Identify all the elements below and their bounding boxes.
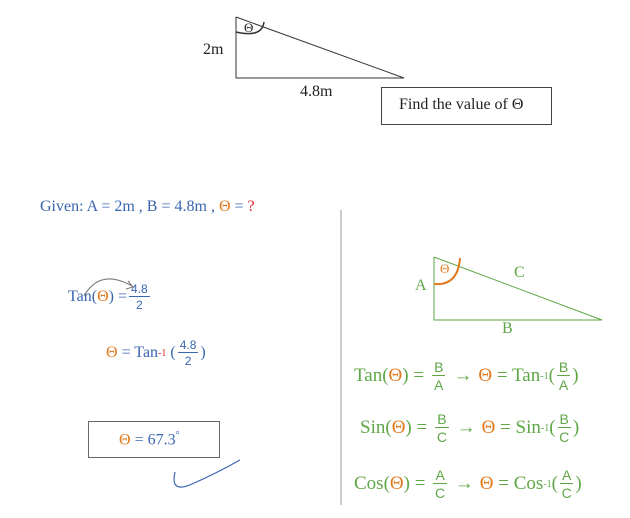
result-theta: Θ (119, 431, 131, 449)
formula-close: ) = (402, 365, 425, 386)
formula-open: ( (548, 365, 555, 386)
green-triangle (433, 256, 603, 321)
formula-num2: B (557, 411, 571, 428)
result-text: Θ = 67.3° (119, 430, 180, 449)
given-unknown: ? (247, 198, 255, 215)
formula-num2: B (556, 359, 571, 376)
vertical-side-label: 2m (203, 41, 224, 58)
top-angle-label: Θ (244, 20, 254, 35)
formula-theta: Θ (389, 473, 404, 494)
given-eq: = (234, 198, 244, 215)
formula-close: ) = (405, 417, 428, 438)
inv-prefix: = Tan (121, 344, 159, 361)
formula-num: A (433, 467, 447, 484)
inv-close: ) (200, 344, 206, 361)
formula-den2: C (559, 429, 570, 445)
arrow-icon: → (453, 365, 473, 386)
formula-theta2: Θ (478, 365, 493, 386)
formula-inv: = Cos (498, 473, 544, 494)
formula-den2: C (561, 485, 572, 501)
formula-inv: = Sin (500, 417, 541, 438)
formula-num: B (435, 411, 449, 428)
formula-fn: Tan( (354, 365, 389, 386)
green-triangle-a: A (415, 277, 427, 294)
given-prefix: Given: A = 2m , B = 4.8m , (40, 198, 215, 215)
inv-fraction: 4.8 2 (177, 338, 199, 368)
tan-equation: Tan(Θ) = 4.8 2 (68, 283, 152, 311)
formula-sup: -1 (540, 370, 549, 382)
tan-fraction-num: 4.8 (129, 282, 150, 297)
green-triangle-c: C (514, 264, 525, 281)
inv-theta: Θ (106, 344, 118, 361)
top-angle-arc (235, 21, 265, 35)
formula-theta: Θ (388, 365, 403, 386)
arrow-icon: → (454, 473, 474, 494)
formula-den: C (436, 429, 447, 445)
formula-theta2: Θ (481, 417, 496, 438)
inv-fraction-num: 4.8 (177, 338, 199, 353)
formula-fn: Cos( (354, 473, 390, 494)
arrow-icon: → (456, 417, 476, 438)
inverse-equation: Θ = Tan-1 ( 4.8 2 ) (106, 339, 206, 367)
question-box: Find the value of Θ (381, 87, 552, 125)
curved-arrow-head (125, 280, 134, 290)
formula-close2: ) (572, 365, 579, 386)
check-mark (173, 459, 241, 488)
formula-open: ( (549, 417, 556, 438)
tan-label: Tan( (68, 288, 98, 305)
formula-theta: Θ (391, 417, 406, 438)
result-box: Θ = 67.3° (88, 421, 220, 458)
inv-fraction-den: 2 (184, 354, 192, 368)
formula-theta2: Θ (479, 473, 494, 494)
given-theta: Θ (218, 198, 231, 215)
formula-num: B (432, 359, 446, 376)
curved-arrow (83, 278, 133, 297)
formula-open: ( (551, 473, 558, 494)
question-text: Find the value of Θ (399, 96, 524, 113)
formula-fn: Sin( (360, 417, 392, 438)
result-value: = 67.3 (134, 431, 176, 449)
formula-den: C (435, 485, 446, 501)
formula-close2: ) (572, 417, 580, 438)
formula-num2: A (559, 467, 574, 484)
green-angle-arc (433, 257, 461, 286)
result-degree: ° (175, 430, 180, 441)
green-triangle-angle: Θ (440, 261, 450, 276)
green-triangle-b: B (502, 320, 513, 337)
given-line: Given: A = 2m , B = 4.8m , Θ = ? (40, 198, 255, 216)
tan-theta: Θ (97, 288, 109, 305)
formula-close: ) = (403, 473, 426, 494)
formula-den: A (434, 377, 444, 393)
tan-close: ) = (108, 288, 128, 305)
inv-open: ( (170, 344, 176, 361)
tan-fraction-den: 2 (136, 298, 143, 312)
formula-inv: = Tan (496, 365, 541, 386)
tan-fraction: 4.8 2 (129, 283, 150, 311)
inv-sup: -1 (158, 347, 167, 359)
formula-close2: ) (575, 473, 582, 494)
horizontal-side-label: 4.8m (300, 83, 333, 100)
formula-sup: -1 (540, 422, 550, 434)
top-triangle (235, 16, 405, 79)
formula-den2: A (558, 377, 569, 393)
formula-sup: -1 (543, 478, 552, 490)
